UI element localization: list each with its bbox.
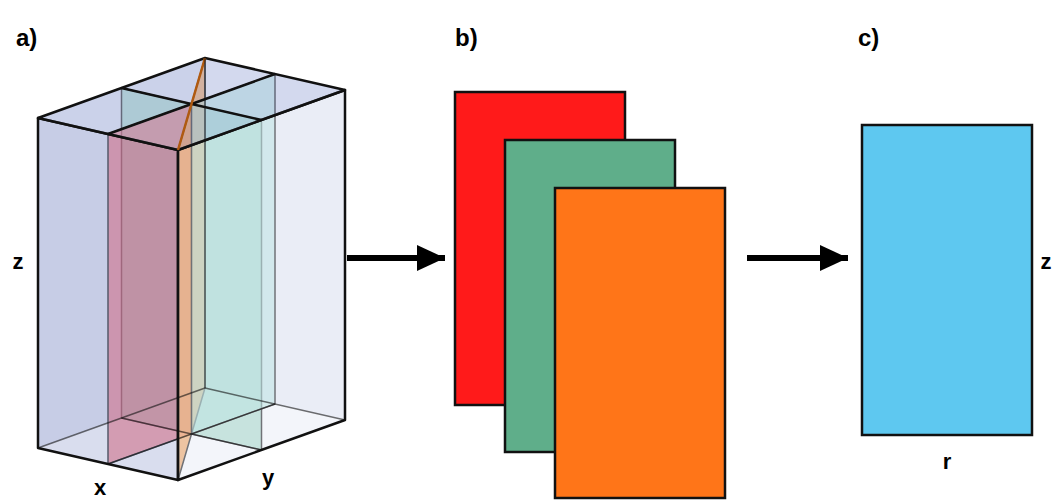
flow-arrow <box>347 255 445 261</box>
panel: a) <box>8 18 345 500</box>
flow-arrow <box>747 255 848 261</box>
panel-heading: c) <box>850 18 887 58</box>
panel: c) <box>850 18 1055 500</box>
axis-label: x <box>94 477 106 499</box>
panel-heading: a) <box>8 18 45 58</box>
axis-label: z <box>1041 251 1052 273</box>
axis-label: r <box>943 451 952 473</box>
axis-label: y <box>262 467 274 489</box>
panel: b) <box>447 18 745 500</box>
slice-stack <box>455 92 725 498</box>
box-3d <box>38 58 345 480</box>
axis-label: z <box>13 251 24 273</box>
panel-heading: b) <box>447 18 486 58</box>
rz-map <box>862 125 1032 435</box>
